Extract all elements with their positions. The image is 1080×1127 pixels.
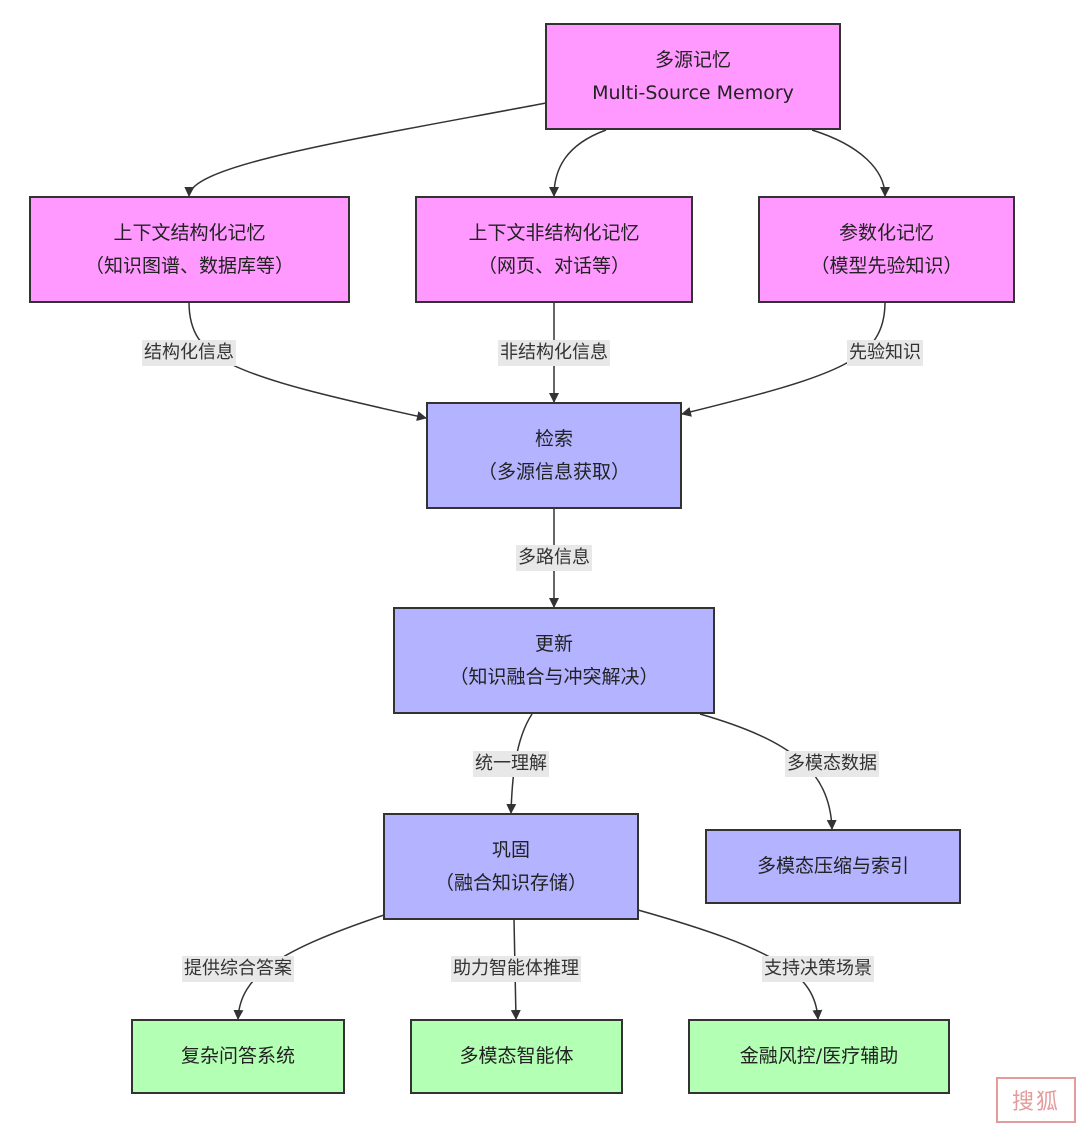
- node-multimodal-agent: 多模态智能体: [410, 1019, 623, 1094]
- edge-label-decision-support: 支持决策场景: [762, 956, 874, 982]
- node-consolidation-line2: （融合知识存储）: [434, 871, 587, 894]
- node-update-line1: 更新: [534, 632, 573, 655]
- edge-label-structured-info: 结构化信息: [142, 340, 236, 366]
- edge-source-to-structured: [184, 102, 547, 197]
- edge-label-agent-reasoning: 助力智能体推理: [451, 956, 581, 982]
- edge-label-unified-understanding: 统一理解: [473, 751, 549, 777]
- node-parametric-memory-line1: 参数化记忆: [838, 221, 934, 244]
- node-consolidation: 巩固 （融合知识存储）: [383, 813, 639, 920]
- node-update: 更新 （知识融合与冲突解决）: [393, 607, 715, 714]
- edge-label-multimodal-data: 多模态数据: [785, 751, 879, 777]
- node-multi-source-memory: 多源记忆 Multi-Source Memory: [545, 23, 841, 130]
- node-multimodal-compression-index-label: 多模态压缩与索引: [756, 855, 909, 877]
- watermark-stamp: 搜狐: [996, 1077, 1076, 1123]
- node-contextual-unstructured-memory: 上下文非结构化记忆 （网页、对话等）: [415, 196, 693, 303]
- node-multimodal-compression-index: 多模态压缩与索引: [705, 829, 961, 904]
- node-contextual-unstructured-memory-line2: （网页、对话等）: [477, 254, 630, 277]
- edge-source-to-unstructured: [549, 129, 607, 197]
- node-retrieval-line1: 检索: [534, 427, 573, 450]
- node-contextual-structured-memory-line2: （知识图谱、数据库等）: [84, 254, 294, 277]
- edge-source-to-parametric: [811, 129, 890, 197]
- edge-label-unstructured-info: 非结构化信息: [498, 340, 610, 366]
- node-contextual-structured-memory: 上下文结构化记忆 （知识图谱、数据库等）: [29, 196, 350, 303]
- node-multi-source-memory-line1: 多源记忆: [654, 48, 731, 71]
- node-contextual-unstructured-memory-line1: 上下文非结构化记忆: [468, 221, 640, 244]
- node-finance-medical: 金融风控/医疗辅助: [688, 1019, 950, 1094]
- node-update-line2: （知识融合与冲突解决）: [449, 665, 659, 688]
- node-consolidation-line1: 巩固: [491, 838, 530, 861]
- node-multi-source-memory-line2: Multi-Source Memory: [592, 81, 794, 104]
- node-complex-qa-system: 复杂问答系统: [131, 1019, 345, 1094]
- edge-label-prior-knowledge: 先验知识: [847, 340, 923, 366]
- node-finance-medical-label: 金融风控/医疗辅助: [739, 1045, 899, 1067]
- node-complex-qa-system-label: 复杂问答系统: [180, 1045, 295, 1067]
- node-contextual-structured-memory-line1: 上下文结构化记忆: [113, 221, 266, 244]
- edge-label-comprehensive-answer: 提供综合答案: [182, 956, 294, 982]
- edge-parametric-to-retrieval: [681, 301, 886, 417]
- node-parametric-memory-line2: （模型先验知识）: [810, 254, 963, 277]
- node-retrieval: 检索 （多源信息获取）: [426, 402, 682, 509]
- node-retrieval-line2: （多源信息获取）: [477, 460, 630, 483]
- edge-label-multi-path-info: 多路信息: [516, 545, 592, 571]
- watermark-text: 搜狐: [1011, 1090, 1060, 1115]
- node-parametric-memory: 参数化记忆 （模型先验知识）: [758, 196, 1015, 303]
- node-multimodal-agent-label: 多模态智能体: [459, 1045, 574, 1067]
